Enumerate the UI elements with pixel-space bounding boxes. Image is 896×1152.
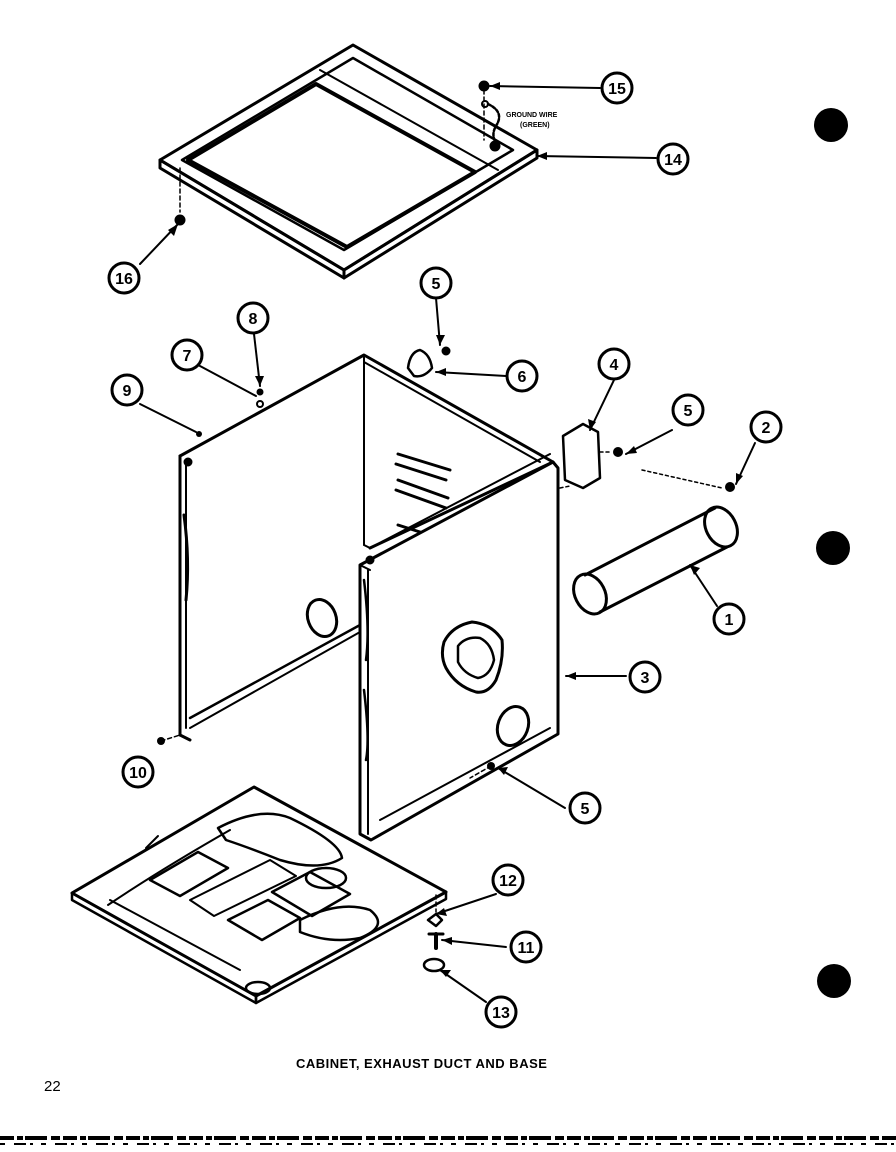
screw-icon: [256, 388, 264, 396]
svg-text:10: 10: [129, 765, 147, 782]
callout-3: 3: [628, 660, 662, 694]
callout-14: 14: [656, 142, 690, 176]
callout-15: 15: [600, 71, 634, 105]
callout-10: 10: [121, 755, 155, 789]
washer-icon: [256, 400, 264, 408]
svg-text:2: 2: [762, 420, 771, 437]
svg-text:13: 13: [492, 1005, 510, 1022]
callout-16: 16: [107, 261, 141, 295]
svg-text:9: 9: [123, 383, 132, 400]
cabinet-drawing: [178, 353, 560, 842]
ground-wire-label-line1: GROUND WIRE: [506, 112, 558, 119]
svg-text:1: 1: [725, 612, 734, 629]
exhaust-duct-drawing: [559, 469, 739, 616]
callout-7: 7: [170, 338, 204, 372]
callout-13: 13: [484, 995, 518, 1029]
callout-9: 9: [110, 373, 144, 407]
callout-4: 4: [597, 347, 631, 381]
clip-drawing: [406, 346, 451, 378]
svg-text:15: 15: [608, 81, 626, 98]
binder-hole-icon: [816, 531, 850, 565]
callout-5-top: 5: [419, 266, 453, 300]
callout-6: 6: [505, 359, 539, 393]
callout-5-mid: 5: [671, 393, 705, 427]
svg-text:4: 4: [610, 357, 619, 374]
svg-text:12: 12: [499, 873, 517, 890]
svg-text:7: 7: [183, 348, 192, 365]
svg-text:11: 11: [518, 940, 535, 957]
callout-5-bottom: 5: [568, 791, 602, 825]
svg-text:8: 8: [249, 311, 258, 328]
callout-2: 2: [749, 410, 783, 444]
svg-text:16: 16: [115, 271, 133, 288]
scan-edge-noise: [0, 1136, 896, 1145]
svg-text:3: 3: [641, 670, 650, 687]
top-panel-drawing: [158, 43, 539, 280]
binder-hole-icon: [817, 964, 851, 998]
svg-text:5: 5: [684, 403, 693, 420]
ground-wire-label-line2: (GREEN): [520, 122, 550, 129]
callout-8: 8: [236, 301, 270, 335]
binder-hole-icon: [814, 108, 848, 142]
base-drawing: [70, 785, 448, 1005]
callout-1: 1: [712, 602, 746, 636]
svg-text:5: 5: [581, 801, 590, 818]
leveling-leg-drawing: [422, 912, 446, 973]
svg-text:6: 6: [518, 369, 527, 386]
assembly-lines: [160, 734, 492, 913]
pin-icon: [196, 431, 202, 437]
page-number: 22: [44, 1078, 61, 1095]
ground-screw-drawing: [478, 80, 501, 148]
callout-12: 12: [491, 863, 525, 897]
svg-text:14: 14: [664, 152, 682, 169]
bracket-drawing: [561, 422, 623, 490]
callout-11: 11: [509, 930, 543, 964]
figure-caption: CABINET, EXHAUST DUCT AND BASE: [296, 1056, 548, 1071]
svg-text:5: 5: [432, 276, 441, 293]
top-screw-front-drawing: [174, 167, 186, 226]
leader-arrowheads: [168, 82, 743, 977]
